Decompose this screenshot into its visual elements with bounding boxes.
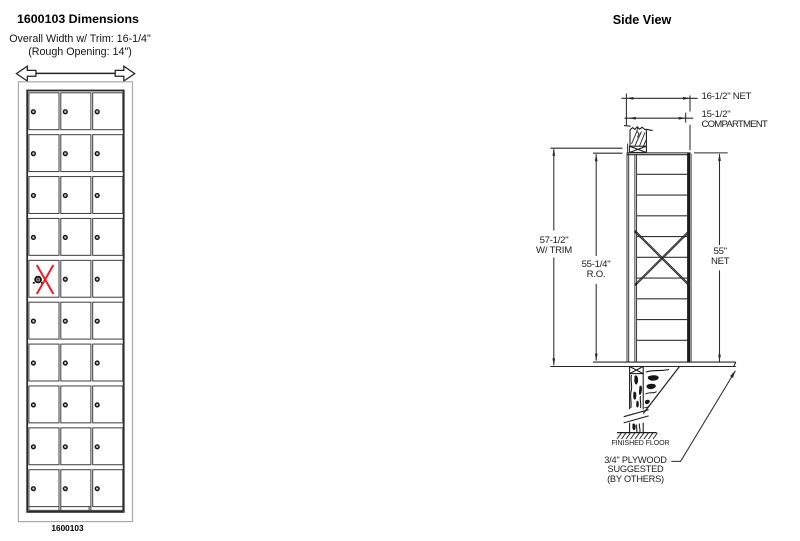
dim-arrow-icon (552, 358, 556, 366)
door-lock-icon (94, 276, 100, 282)
door-lock-icon (62, 109, 68, 115)
plywood-leader (671, 370, 736, 462)
door-lock-icon (62, 444, 68, 450)
dim-compartment-depth (624, 112, 694, 123)
dim-rough-opening (593, 152, 623, 361)
break-line (623, 409, 649, 418)
finished-floor (616, 432, 658, 440)
master-lock-screw (32, 281, 35, 284)
dim-arrow-icon (718, 354, 721, 362)
door-lock-icon (30, 360, 37, 366)
overall-width-note: Overall Width w/ Trim: 16-1/4" (9, 32, 151, 45)
front-cabinet-body (26, 89, 125, 513)
dim-label-net-height-2: NET (710, 256, 730, 267)
front-view-drawing (15, 65, 136, 523)
dim-arrow-icon (683, 96, 690, 100)
compartment-door (28, 176, 60, 214)
door-lock-icon (62, 360, 68, 366)
side-back-panel (687, 152, 691, 362)
door-lock-icon (62, 318, 68, 324)
plywood-shelf (550, 361, 737, 368)
master-lock-center (37, 278, 40, 281)
compartment-door (92, 343, 124, 382)
door-lock-icon (62, 276, 68, 282)
leader-arrow-icon (730, 370, 736, 378)
plywood-note-1: 3/4" PLYWOOD (604, 454, 667, 465)
dim-net-height (694, 152, 728, 362)
dim-arrow-icon (594, 353, 598, 361)
dim-label-height-trim-2: W/ TRIM (536, 245, 572, 257)
compartment-door (28, 469, 60, 508)
top-trim-block (623, 125, 653, 147)
door-lock-icon (62, 486, 68, 492)
plywood-note-3: (BY OTHERS) (607, 473, 664, 484)
door-lock-icon (30, 318, 37, 324)
door-lock-icon (94, 318, 100, 324)
knee-brace (642, 366, 680, 414)
dim-arrow-icon (552, 148, 556, 156)
master-lock-screw (41, 281, 43, 284)
door-lock-icon (62, 402, 68, 408)
dim-arrow-icon (628, 116, 636, 120)
door-lock-icon (30, 192, 37, 199)
compartment-door (92, 301, 124, 340)
dim-height-with-trim (550, 147, 623, 366)
front-outer-trim (17, 81, 134, 523)
door-lock-icon (30, 109, 37, 115)
front-door-grid (28, 92, 124, 508)
dim-label-net-width: 16-1/2" NET (701, 91, 752, 102)
door-lock-icon (94, 486, 100, 492)
master-door-x-icon (35, 264, 55, 295)
side-cross-brace (634, 230, 690, 286)
door-lock-icon (94, 234, 100, 240)
dim-label-height-trim-1: 57-1/2" (539, 235, 569, 246)
front-view-title: 1600103 Dimensions (17, 11, 139, 26)
width-arrow-icon (15, 65, 136, 83)
side-view-drawing (550, 93, 737, 462)
door-lock-icon (94, 151, 100, 157)
door-lock-icon (30, 151, 37, 157)
top-blocking-box (628, 145, 647, 154)
dim-arrow-icon (678, 116, 686, 120)
dim-label-rough-opening-1: 55-1/4" (581, 258, 611, 270)
door-lock-icon (30, 234, 37, 240)
compartment-door (28, 134, 60, 173)
wood-grain (630, 368, 670, 433)
door-lock-icon (30, 444, 37, 450)
dim-label-net-height-1: 55" (713, 246, 728, 258)
break-line (623, 415, 649, 424)
finished-floor-label: FINISHED FLOOR (611, 438, 670, 447)
door-lock-icon (94, 109, 100, 115)
plywood-note-2: SUGGESTED (607, 464, 664, 475)
bottom-blocking-box (629, 365, 644, 375)
door-lock-icon (62, 192, 68, 199)
dim-label-compartment-2: COMPARTMENT (701, 118, 768, 130)
side-cabinet (626, 143, 692, 362)
side-back-panel-edge (690, 153, 692, 362)
side-view-title: Side View (612, 13, 672, 27)
door-lock-icon (62, 151, 68, 157)
door-lock-icon (62, 234, 68, 240)
dim-arrow-icon (626, 96, 634, 100)
rough-opening-note: (Rough Opening: 14") (28, 45, 132, 58)
dim-label-compartment-1: 15-1/2" (701, 108, 731, 120)
door-lock-icon (94, 444, 100, 450)
dim-arrow-icon (718, 153, 721, 161)
dim-net-width (621, 93, 698, 151)
dim-arrow-icon (594, 154, 598, 162)
door-lock-icon (94, 402, 100, 408)
model-number-label: 1600103 (51, 522, 84, 533)
front-bottom-band (28, 506, 124, 512)
door-lock-icon (94, 360, 100, 366)
door-lock-icon (30, 402, 37, 408)
door-lock-icon (30, 486, 37, 492)
door-lock-icon (94, 192, 100, 199)
dim-label-rough-opening-2: R.O. (586, 268, 606, 280)
wall-stud (623, 373, 649, 433)
